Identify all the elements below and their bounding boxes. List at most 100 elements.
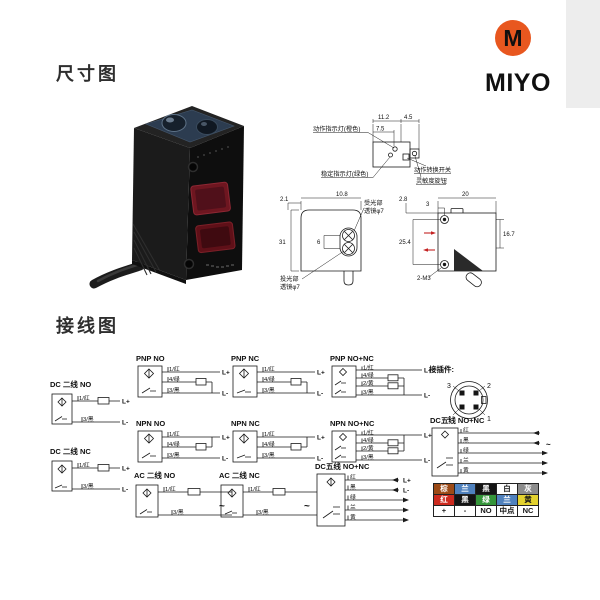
label-receiver-lens-2: 透镜φ7 [364,207,384,215]
wire-label: 2/黄 [363,444,374,452]
terminal-label: L- [122,487,128,494]
wire-label: 4/绿 [363,371,374,379]
sensor-symbol [137,430,163,463]
wiring-diagram-dc2-no: DC 二线 NO 1/红 3/黑 L+ L- [50,381,134,432]
wire-color-cell: NC [517,505,539,517]
pnp-no-schematic: 1/红 4/绿 3/黑 L+ L- [137,365,230,398]
wire-label: 兰 [463,456,469,464]
npn-nc-schematic: 1/红 4/绿 3/黑 L+ L- [232,430,325,463]
wire-color-cell: NO [475,505,497,517]
wire-label: 红 [350,473,356,481]
wire-color-cell: 红 [433,494,455,506]
terminal-label: L- [424,458,430,465]
wire-label: 3/黑 [363,454,374,461]
wire-label: 3/黑 [173,509,184,516]
terminal-label: L- [222,391,228,398]
terminal-label: L+ [122,399,130,406]
wire-color-cell: + [433,505,455,517]
wire-label: 1/红 [165,485,176,493]
wire-color-cell: 黑 [454,494,476,506]
diagram-title: DC 二线 NO [50,380,92,389]
top-lens-window [145,109,235,143]
vent-dots [197,146,234,268]
wiring-section-title: 接线图 [56,316,119,336]
wire-color-cell: 灰 [517,483,539,495]
dim-16-7: 16.7 [503,232,515,238]
diagram-title: PNP NO [136,354,165,363]
wire-label: 3/黑 [169,387,180,394]
terminal-label: L- [317,456,323,463]
ac2-nc-schematic: 1/红 3/黑 ~ [220,484,317,518]
npn-no-schematic: 1/红 4/绿 3/黑 L+ L- [137,430,230,463]
wire-label: 兰 [350,503,356,511]
wire-color-cell: 黑 [475,483,497,495]
wire-label: 3/黑 [83,416,94,423]
wire-label: 黄 [350,513,356,521]
arrow-right-icon [542,470,548,476]
terminal-label: L- [424,393,430,400]
logo-person-head-icon [510,29,516,36]
terminal-label: L+ [222,435,230,442]
pin-number: 2 [487,383,491,390]
dim-7-5: 7.5 [376,127,385,133]
dc5-center-schematic: 红 黑 绿 兰 黄 L+ L- [316,473,411,527]
dc2-no-schematic: 1/红 3/黑 L+ L- [51,393,130,427]
wire-label: 3/黑 [363,389,374,396]
dimension-section-title: 尺寸图 [56,64,119,84]
sensor-symbol [232,430,258,463]
arrow-left-icon [533,430,539,436]
wiring-connector-block: 接插件: 3 2 4 1 [429,366,509,427]
dim-10-8: 10.8 [336,192,348,198]
wiring-diagram-npn-nc: NPN NC 1/红 4/绿 3/黑 L+ L- [231,420,329,467]
wire-color-cell: 兰 [454,483,476,495]
terminal-label: L+ [424,433,432,440]
load-symbol [387,447,399,455]
sensor-symbol [316,473,346,527]
product-photo [89,106,244,289]
diagram-title: DC 二线 NC [50,447,91,456]
brand-name: MIYO [485,69,551,97]
load-symbol [290,443,302,451]
wire-color-cell: 棕 [433,483,455,495]
arrow-left-icon [392,477,398,483]
side-cable [465,272,482,288]
wire-label: 3/黑 [264,452,275,459]
drawing-side-view: 20 2.8 3 25.4 16.7 2-M3 [399,192,515,288]
label-emitter-lens-1: 投光部 [280,275,299,283]
load-symbol [195,443,207,451]
front-view-dim-lines [287,197,365,280]
wire-color-cell: - [454,505,476,517]
side-view-dim-lines [405,197,504,278]
label-receiver-lens-1: 受光部 [364,199,383,207]
diagram-title: DC五线 NO+NC [430,416,485,425]
dim-6: 6 [317,240,321,246]
terminal-label: L+ [317,435,325,442]
wire-label: 黑 [350,484,356,491]
dim-20: 20 [462,192,469,198]
dim-2-1: 2.1 [280,197,289,203]
wiring-diagram-npn-nonc: NPN NO+NC 1/红 4/绿 2/黄 3/黑 L+ L- [330,420,434,467]
arrow-left-icon [533,440,539,446]
pin-number: 1 [487,416,491,423]
wire-color-cell: 中点 [496,505,518,517]
logo-circle-icon [495,20,531,56]
load-symbol [195,378,207,386]
diagram-title: AC 二线 NO [134,471,176,480]
wire-label: 3/黑 [83,483,94,490]
wire-label: 1/红 [169,430,180,438]
load-symbol [97,464,110,472]
switch-view-body [372,141,420,168]
sensor-symbol [331,430,357,463]
terminal-label: L- [222,456,228,463]
wiring-diagram-ac2-nc: AC 二线 NC 1/红 3/黑 ~ [219,472,325,523]
wire-color-cell: 绿 [475,494,497,506]
arrow-right-icon [403,497,409,503]
wiring-diagram-pnp-nonc: PNP NO+NC 1/红 4/绿 2/黄 3/黑 L+ L- [330,355,434,402]
diagram-title: AC 二线 NC [219,471,260,480]
brand-logo: M MIYO [485,20,551,97]
dim-31: 31 [279,240,286,246]
wire-color-cell: 兰 [496,494,518,506]
sensor-symbol [431,427,459,477]
wire-color-cell: 白 [496,483,518,495]
connector-title: 接插件: [429,365,454,374]
